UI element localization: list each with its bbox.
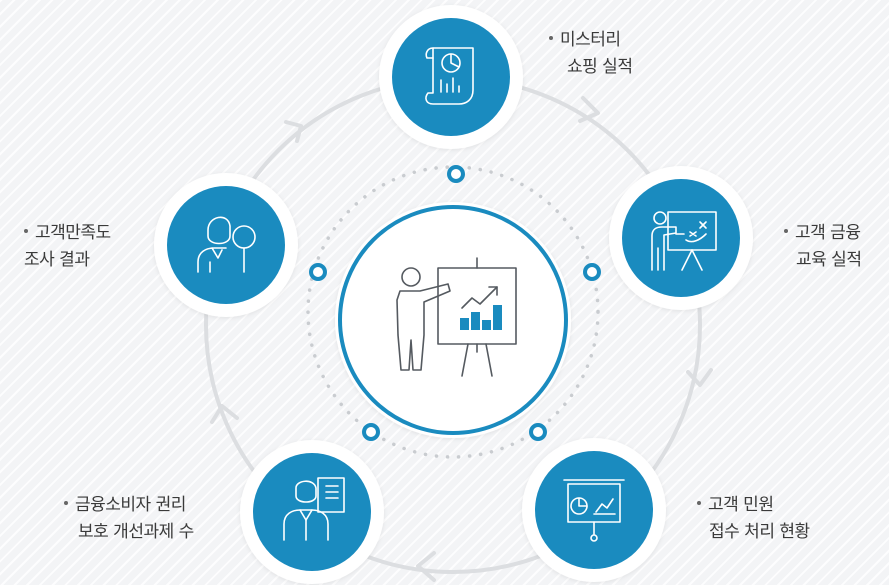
label-line-2: 쇼핑 실적 xyxy=(567,57,633,77)
presentation-chart-icon xyxy=(396,257,517,377)
cycle-arrow-3 xyxy=(416,551,436,582)
label-line-1: 고객 금융 xyxy=(784,220,861,247)
label-complaints: 고객 민원 접수 처리 현황 xyxy=(697,492,810,546)
bullet-dot xyxy=(64,501,68,505)
label-line-2: 보호 개선과제 수 xyxy=(78,522,194,542)
connector-dot xyxy=(583,263,601,281)
cycle-arrow-5 xyxy=(284,120,303,143)
label-mystery-shopping: 미스터리 쇼핑 실적 xyxy=(549,27,633,81)
report-scroll-icon xyxy=(425,47,474,105)
cycle-arrow-2 xyxy=(686,368,713,387)
teacher-board-icon xyxy=(651,211,717,271)
label-line-1: 고객만족도 xyxy=(24,220,111,247)
connector-dots xyxy=(309,165,601,441)
label-line-1: 미스터리 xyxy=(549,27,632,54)
label-line-1: 금융소비자 권리 xyxy=(64,492,194,519)
bar-chart-icon xyxy=(460,305,502,330)
person-document-icon xyxy=(283,477,345,541)
bullet-dot xyxy=(549,36,553,40)
connector-dot xyxy=(447,165,465,183)
node-satisfaction-survey xyxy=(154,173,298,317)
node-consumer-rights xyxy=(240,440,384,584)
label-line-2: 접수 처리 현황 xyxy=(709,522,810,542)
label-consumer-rights: 금융소비자 권리 보호 개선과제 수 xyxy=(64,492,194,546)
connector-dot xyxy=(529,423,547,441)
label-financial-education: 고객 금융 교육 실적 xyxy=(784,220,862,274)
node-financial-education xyxy=(609,166,753,310)
dotted-ring xyxy=(306,165,600,459)
label-line-2: 조사 결과 xyxy=(24,250,90,270)
label-line-2: 교육 실적 xyxy=(796,250,862,270)
cycle-arrow-4 xyxy=(210,404,239,424)
connector-dot xyxy=(362,423,380,441)
cycle-arrow-1 xyxy=(578,96,600,123)
person-magnifier-icon xyxy=(197,216,256,273)
projector-chart-icon xyxy=(563,479,625,542)
label-satisfaction-survey: 고객만족도 조사 결과 xyxy=(24,220,111,274)
node-complaints xyxy=(522,438,666,582)
bullet-dot xyxy=(24,229,28,233)
node-mystery-shopping xyxy=(379,5,523,149)
label-line-1: 고객 민원 xyxy=(697,492,810,519)
bullet-dot xyxy=(697,501,701,505)
bullet-dot xyxy=(784,229,788,233)
center-node xyxy=(335,202,571,438)
connector-dot xyxy=(309,263,327,281)
